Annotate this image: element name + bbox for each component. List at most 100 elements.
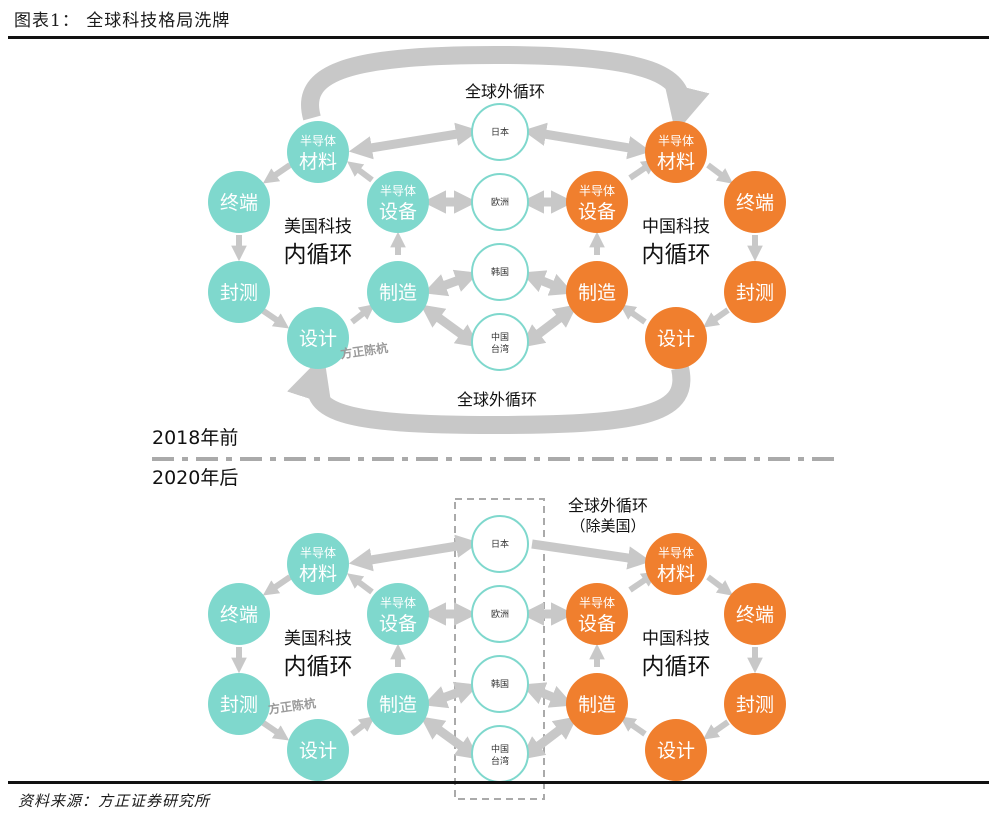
- us-loop-label-2: 内循环: [284, 242, 353, 268]
- cn-node-packaging: 封测: [724, 673, 786, 735]
- cn-node-manufacturing-label: 制造: [578, 694, 616, 716]
- cn-node-equipment-small-label: 半导体: [579, 596, 615, 610]
- us-node-equipment-label: 设备: [379, 613, 417, 635]
- korea-cn-mfg-arrow: [521, 270, 574, 296]
- outer-loop-bottom-label: 全球外循环: [457, 390, 537, 409]
- cn-node-design: 设计: [645, 719, 707, 781]
- cn-node-equipment-label: 设备: [578, 201, 616, 223]
- country-korea: 韩国: [471, 655, 529, 713]
- cn-arrow-materials-terminal: [706, 574, 733, 596]
- outer-loop-sub-label: （除美国）: [570, 517, 645, 535]
- us-node-manufacturing: 制造: [367, 673, 429, 735]
- taiwan-cn-mfg-arrow: [520, 716, 578, 760]
- cn-node-terminal-circle: [724, 171, 786, 233]
- watermark: 方正陈杭: [339, 340, 389, 362]
- cn-loop-label-1: 中国科技: [642, 217, 710, 237]
- panel-1: 全球外循环（除美国）半导体材料半导体设备终端封测制造设计半导体材料半导体设备终端…: [152, 467, 786, 800]
- us-arrow-design-manufacturing: [350, 716, 375, 737]
- us-node-materials-label: 材料: [299, 563, 337, 585]
- us-arrow-materials-terminal: [262, 162, 292, 184]
- bottom-rule: [8, 781, 989, 784]
- us-node-manufacturing-label: 制造: [379, 694, 417, 716]
- country-japan-label: 日本: [491, 126, 509, 138]
- country-europe-ring: [471, 585, 529, 643]
- us-loop-label-2: 内循环: [284, 654, 353, 680]
- panel-0: 全球外循环全球外循环半导体材料半导体设备终端封测制造设计半导体材料半导体设备终端…: [152, 45, 786, 449]
- us-node-manufacturing-label: 制造: [379, 282, 417, 304]
- cn-node-design: 设计: [645, 307, 707, 369]
- outer-loop-top-label: 全球外循环: [568, 496, 648, 515]
- us-arrow-equipment-materials: [347, 573, 374, 595]
- us-node-equipment-circle: [367, 171, 429, 233]
- us-mfg-korea-arrow: [423, 681, 479, 709]
- cn-node-packaging-label: 封测: [736, 694, 774, 716]
- cn-node-packaging-label: 封测: [736, 282, 774, 304]
- outer-loop-top-label: 全球外循环: [465, 82, 545, 101]
- cn-node-manufacturing-circle: [566, 261, 628, 323]
- us-node-packaging-label: 封测: [220, 694, 258, 716]
- period-label: 2018年前: [152, 427, 238, 449]
- us-node-materials-small-label: 半导体: [300, 134, 336, 148]
- us-node-terminal-circle: [208, 583, 270, 645]
- cn-node-manufacturing: 制造: [566, 673, 628, 735]
- country-japan-ring: [471, 103, 529, 161]
- korea-cn-mfg-arrow: [521, 682, 574, 708]
- us-arrow-packaging-design: [260, 719, 290, 741]
- cn-node-materials-label: 材料: [657, 151, 695, 173]
- us-node-design: 设计: [287, 307, 349, 369]
- us-node-equipment-label: 设备: [379, 201, 417, 223]
- cn-node-materials-circle: [645, 121, 707, 183]
- cn-node-materials-circle: [645, 533, 707, 595]
- us-node-terminal: 终端: [208, 583, 270, 645]
- country-japan-ring: [471, 515, 529, 573]
- country-europe: 欧洲: [471, 585, 529, 643]
- source-note: 资料来源：方正证券研究所: [18, 792, 211, 810]
- us-node-terminal: 终端: [208, 171, 270, 233]
- cn-node-materials-label: 材料: [657, 563, 695, 585]
- us-mfg-taiwan-arrow: [420, 716, 480, 760]
- cn-node-equipment-circle: [566, 171, 628, 233]
- cn-arrow-design-manufacturing: [619, 716, 647, 737]
- us-node-packaging-label: 封测: [220, 282, 258, 304]
- country-europe-ring: [471, 173, 529, 231]
- country-europe: 欧洲: [471, 173, 529, 231]
- country-korea-ring: [471, 243, 529, 301]
- country-europe-label: 欧洲: [491, 608, 509, 620]
- watermark: 方正陈杭: [267, 695, 317, 717]
- us-mfg-taiwan-arrow: [420, 304, 480, 348]
- cn-arrow-materials-terminal: [706, 162, 733, 184]
- country-korea: 韩国: [471, 243, 529, 301]
- cn-node-design-label: 设计: [657, 328, 695, 350]
- us-node-design-label: 设计: [299, 740, 337, 762]
- cn-node-packaging-circle: [724, 673, 786, 735]
- cn-node-design-label: 设计: [657, 740, 695, 762]
- country-taiwan-ring: [471, 313, 529, 371]
- japan-cn-materials-arrow: [522, 122, 652, 160]
- us-node-design: 设计: [287, 719, 349, 781]
- cn-node-terminal-label: 终端: [736, 604, 774, 626]
- cn-arrow-design-manufacturing: [619, 304, 647, 325]
- us-node-materials-circle: [287, 121, 349, 183]
- us-node-terminal-label: 终端: [220, 604, 258, 626]
- cn-loop-label-2: 内循环: [642, 654, 711, 680]
- country-taiwan-label-2: 台湾: [491, 755, 509, 767]
- us-node-materials-circle: [287, 533, 349, 595]
- country-korea-label: 韩国: [491, 266, 509, 278]
- cn-node-manufacturing-label: 制造: [578, 282, 616, 304]
- cn-node-terminal: 终端: [724, 171, 786, 233]
- cn-node-packaging-circle: [724, 261, 786, 323]
- excluded-us-box: [454, 498, 545, 800]
- us-arrow-materials-terminal: [262, 574, 292, 596]
- cn-arrow-packaging-design: [702, 719, 730, 740]
- us-materials-japan-arrow: [348, 122, 480, 160]
- outer-loop-bottom-arrow: [287, 354, 691, 435]
- country-japan: 日本: [471, 103, 529, 161]
- us-materials-japan-arrow: [348, 534, 480, 572]
